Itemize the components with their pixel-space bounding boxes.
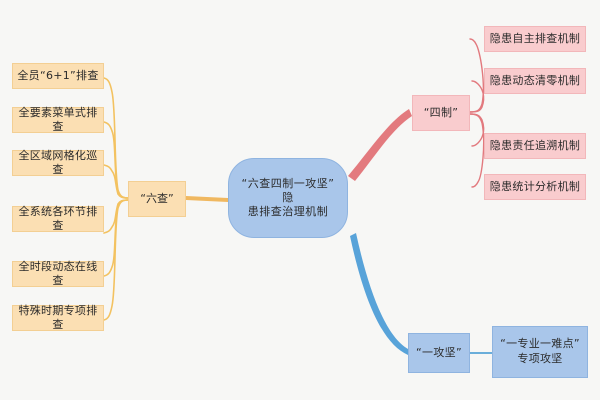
leaf-label-sizhi-4: 隐患统计分析机制 [489, 180, 581, 194]
branch-label-sizhi: “四制” [423, 106, 459, 120]
branch-label-liucha: “六查” [140, 192, 174, 206]
leaf-label-liucha-1: 全员“6+1”排查 [17, 69, 99, 83]
connector-center-to-liucha [186, 196, 228, 202]
center-node[interactable]: “六查四制一攻坚” 隐 患排查治理机制 [228, 158, 348, 238]
branch-label-yigongjian: “一攻坚” [416, 346, 462, 360]
leaf-label-sizhi-1: 隐患自主排查机制 [489, 32, 581, 46]
leaf-label-sizhi-3: 隐患责任追溯机制 [489, 139, 581, 153]
leaf-label-liucha-4: 全系统各环节排查 [18, 205, 98, 232]
center-node-line1: “六查四制一攻坚” 隐 [241, 177, 346, 205]
branch-node-yigongjian[interactable]: “一攻坚” [408, 333, 470, 373]
leaf-label-liucha-6: 特殊时期专项排查 [18, 304, 98, 331]
leaf-node-sizhi-1[interactable]: 隐患自主排查机制 [484, 26, 586, 52]
leaf-node-liucha-5[interactable]: 全时段动态在线查 [12, 260, 104, 287]
center-node-label: “六查四制一攻坚” 隐 患排查治理机制 [237, 177, 346, 218]
leaf-node-liucha-2[interactable]: 全要素菜单式排查 [12, 106, 104, 133]
branch-node-sizhi[interactable]: “四制” [412, 95, 470, 131]
connector-yigongjian-child [470, 352, 492, 354]
leaf-label-liucha-2: 全要素菜单式排查 [18, 106, 98, 133]
leaf-node-sizhi-2[interactable]: 隐患动态清零机制 [484, 68, 586, 94]
leaf-node-liucha-1[interactable]: 全员“6+1”排查 [12, 63, 104, 89]
connector-center-to-sizhi [348, 109, 412, 181]
leaf-node-yigongjian-1[interactable]: “一专业一难点” 专项攻坚 [492, 326, 588, 378]
connector-center-to-yigongjian [350, 233, 408, 355]
connector-liucha-children [103, 77, 129, 321]
leaf-label-yigongjian-1-line2: 专项攻坚 [517, 352, 563, 365]
leaf-label-liucha-5: 全时段动态在线查 [18, 260, 98, 287]
branch-node-liucha[interactable]: “六查” [128, 181, 186, 217]
leaf-label-sizhi-2: 隐患动态清零机制 [489, 74, 581, 88]
center-node-line2: 患排查治理机制 [247, 204, 329, 218]
leaf-node-liucha-3[interactable]: 全区域网格化巡查 [12, 149, 104, 176]
leaf-label-liucha-3: 全区域网格化巡查 [18, 149, 98, 176]
leaf-node-liucha-4[interactable]: 全系统各环节排查 [12, 205, 104, 232]
leaf-label-yigongjian-1-line1: “一专业一难点” [500, 337, 580, 351]
leaf-node-sizhi-4[interactable]: 隐患统计分析机制 [484, 174, 586, 200]
connector-sizhi-children [469, 38, 485, 188]
leaf-node-liucha-6[interactable]: 特殊时期专项排查 [12, 304, 104, 331]
leaf-node-sizhi-3[interactable]: 隐患责任追溯机制 [484, 133, 586, 159]
